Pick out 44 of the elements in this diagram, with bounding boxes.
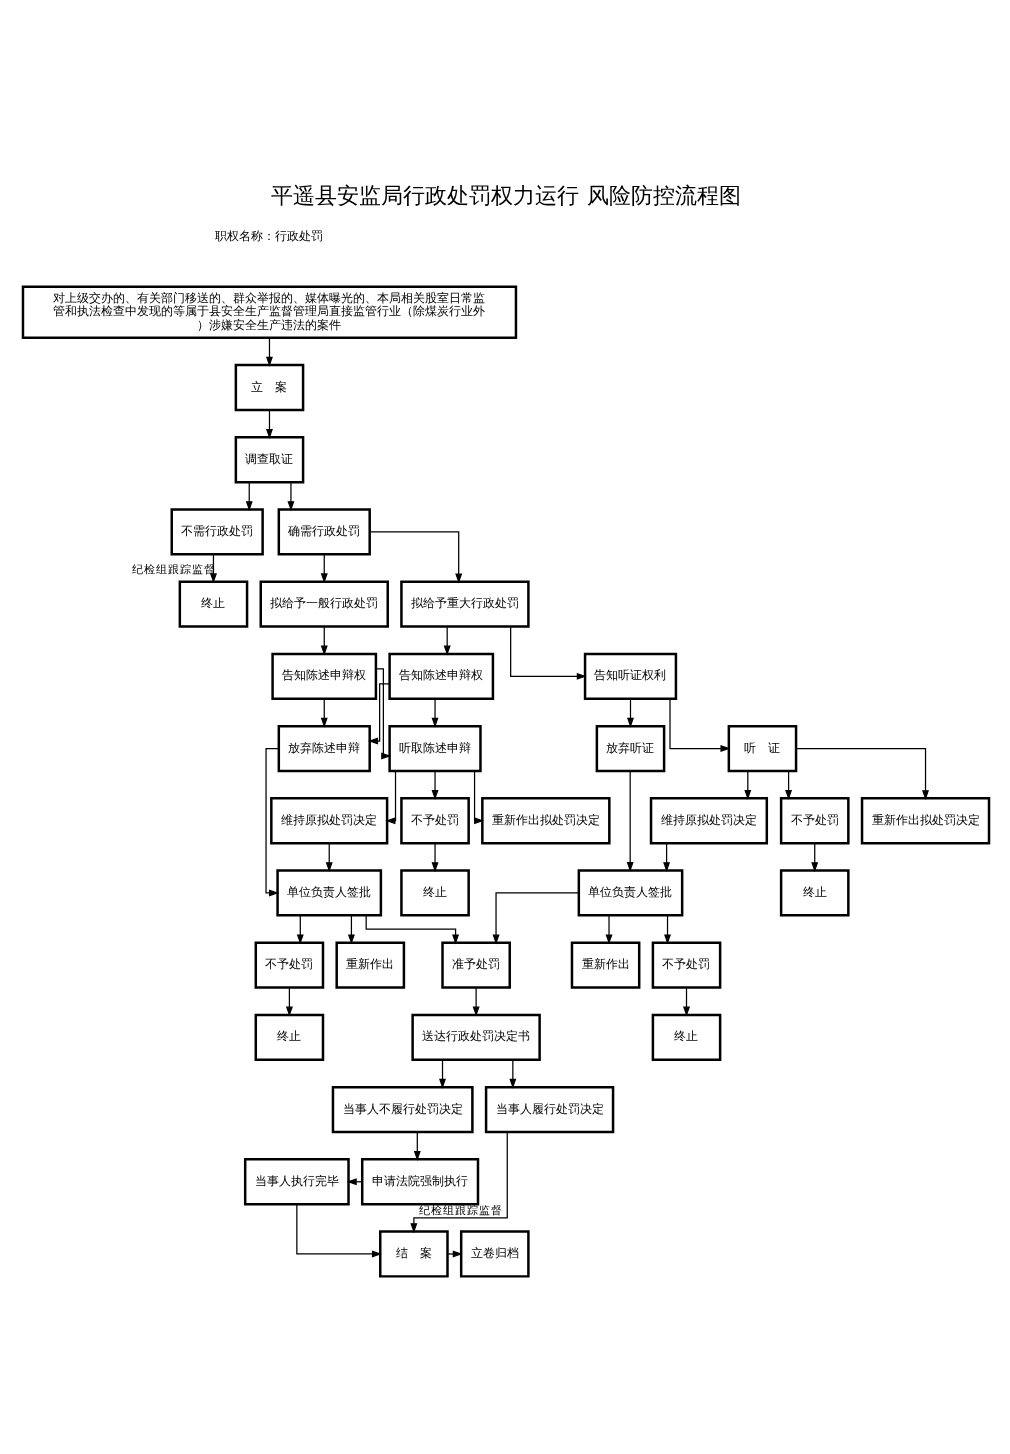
arrow bbox=[319, 697, 327, 727]
arrow bbox=[491, 891, 579, 944]
arrow bbox=[430, 697, 438, 727]
arrow bbox=[346, 913, 354, 944]
arrow bbox=[743, 769, 751, 799]
arrow bbox=[430, 769, 438, 799]
arrow bbox=[471, 986, 479, 1016]
arrow bbox=[509, 624, 586, 679]
arrow bbox=[295, 1202, 381, 1257]
arrow bbox=[264, 746, 278, 896]
arrow bbox=[508, 1058, 516, 1088]
arrow bbox=[286, 480, 294, 511]
arrow bbox=[794, 746, 928, 800]
arrow bbox=[208, 552, 216, 583]
arrow bbox=[319, 624, 327, 655]
arrow bbox=[412, 1130, 420, 1160]
arrow bbox=[438, 1058, 445, 1088]
arrow bbox=[368, 530, 462, 583]
arrow bbox=[244, 480, 252, 511]
arrow bbox=[446, 1249, 462, 1257]
arrow bbox=[364, 914, 459, 944]
arrow bbox=[784, 769, 792, 799]
arrow bbox=[295, 913, 303, 944]
arrow bbox=[430, 841, 438, 872]
arrow bbox=[668, 697, 730, 752]
arrow bbox=[626, 697, 633, 727]
arrow bbox=[409, 1130, 507, 1233]
arrow bbox=[604, 913, 612, 944]
arrow bbox=[367, 682, 389, 744]
arrow bbox=[265, 408, 272, 438]
arrow bbox=[324, 841, 332, 872]
arrow bbox=[384, 769, 396, 824]
arrow bbox=[284, 986, 292, 1016]
diagram-title: 平遥县安监局行政处罚权力运行 风险防控流程图 bbox=[270, 181, 740, 208]
arrow bbox=[625, 769, 633, 871]
arrow bbox=[682, 986, 689, 1016]
arrow bbox=[265, 336, 272, 366]
arrow bbox=[442, 624, 450, 655]
arrow bbox=[374, 667, 391, 759]
arrow bbox=[663, 913, 670, 944]
arrow bbox=[319, 552, 327, 583]
arrow bbox=[472, 769, 484, 824]
arrow bbox=[662, 841, 670, 872]
arrow bbox=[810, 841, 818, 872]
